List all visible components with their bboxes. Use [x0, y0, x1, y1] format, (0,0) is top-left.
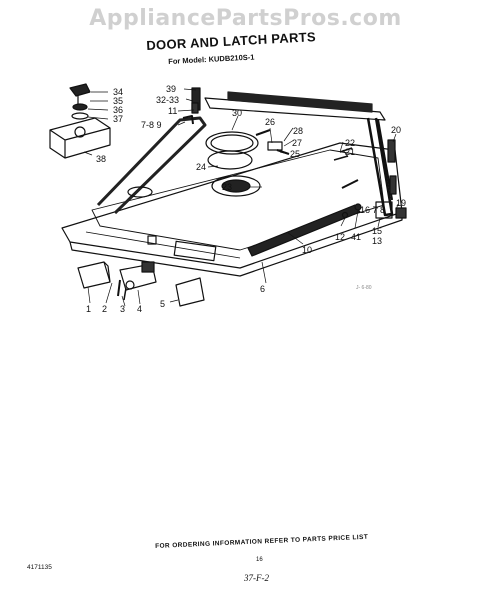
- callout-36: 36: [113, 105, 123, 115]
- callout-3: 3: [120, 304, 125, 314]
- dispenser-ring: [205, 131, 259, 155]
- callout-13: 13: [372, 236, 382, 246]
- callout-32-33: 32-33: [156, 95, 179, 105]
- callout-5: 5: [160, 299, 165, 309]
- door-panel-edge: [69, 212, 403, 277]
- callout-7-8-9: 7-8 9: [141, 120, 162, 130]
- site-watermark: AppliancePartsPros.com: [89, 6, 402, 31]
- callout-10: 10: [302, 245, 312, 255]
- callout-38: 38: [96, 154, 106, 164]
- callout-11: 11: [168, 106, 177, 116]
- callout-16-7-8: 16 7 8: [360, 205, 385, 215]
- switch-assembly: [119, 263, 157, 291]
- callout-15: 15: [372, 226, 382, 236]
- handwritten-code: 37-F-2: [244, 573, 269, 583]
- callout-22: 22: [345, 138, 355, 148]
- callout-30: 30: [232, 108, 242, 118]
- callout-21: 21: [345, 147, 355, 157]
- document-number: 4171135: [27, 564, 52, 571]
- door-side-rail: [96, 116, 207, 215]
- door-panel: [61, 142, 403, 269]
- bottom-trim: [247, 204, 361, 257]
- latch-knob: [69, 83, 91, 97]
- bracket-1: [77, 261, 111, 289]
- date-stamp: J- 6-80: [356, 285, 372, 291]
- callout-6: 6: [260, 284, 265, 294]
- callout-2: 2: [102, 304, 107, 314]
- callout-39: 39: [166, 84, 176, 94]
- callout-12: 12: [335, 232, 345, 242]
- detergent-cup: [211, 175, 261, 197]
- callout-1: 1: [86, 304, 91, 314]
- callout-37: 37: [113, 114, 123, 124]
- page-number: 16: [256, 557, 263, 563]
- callout-23: 23: [222, 182, 232, 192]
- callout-19: 19: [396, 198, 406, 208]
- callout-25: 25: [290, 149, 300, 159]
- callout-35: 35: [113, 96, 123, 106]
- callout-26: 26: [265, 117, 275, 127]
- right-side-rail: [366, 117, 394, 217]
- callout-24: 24: [196, 162, 206, 172]
- callout-28: 28: [293, 126, 303, 136]
- cover-plate: [175, 277, 205, 307]
- callout-34: 34: [113, 87, 123, 97]
- callout-41: 41: [351, 232, 361, 242]
- callout-20: 20: [391, 125, 401, 135]
- callout-27: 27: [292, 138, 302, 148]
- callout-4: 4: [137, 304, 142, 314]
- latch-housing: [49, 117, 111, 159]
